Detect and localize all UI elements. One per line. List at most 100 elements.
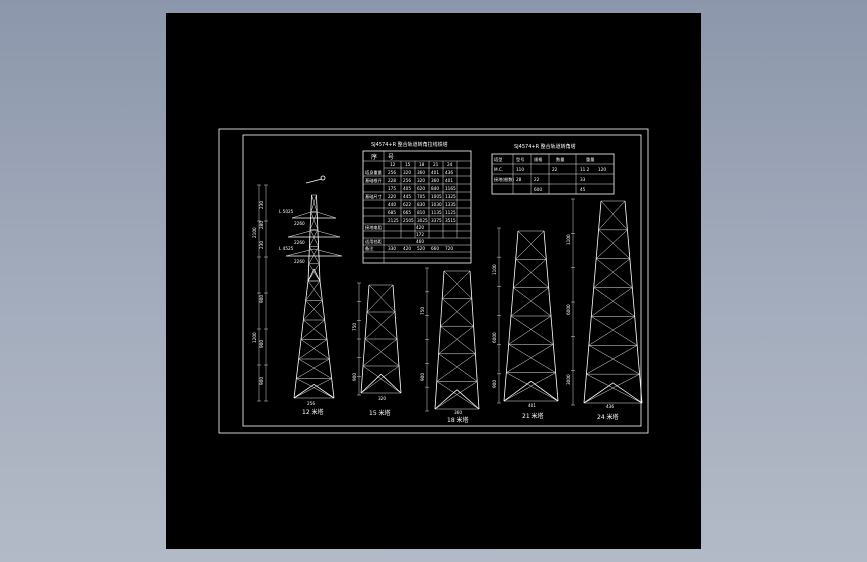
right-row-cell: 600 bbox=[534, 187, 542, 192]
left-row-cell: 440 bbox=[388, 202, 396, 207]
tower-brace bbox=[296, 378, 335, 399]
tower-21m bbox=[503, 230, 559, 402]
right-row-cell: 45 bbox=[580, 187, 586, 192]
left-row-cell: 360 bbox=[417, 170, 425, 175]
left-row-cell: 1165 bbox=[445, 186, 456, 191]
svg-text:900: 900 bbox=[259, 295, 264, 303]
right-header-2: 规格 bbox=[534, 156, 543, 163]
drawing-sheet: SJ4574+R 整合轨道转角拉线铁塔 SJ4574+R 整合轨道转角塔 序 号… bbox=[166, 13, 701, 549]
left-row-cell: 3515 bbox=[445, 218, 456, 223]
left-row-cell: 445 bbox=[403, 194, 411, 199]
left-row-cell: 360 bbox=[431, 178, 439, 183]
tower-brace bbox=[300, 319, 325, 340]
left-row-cell: 2125 bbox=[388, 218, 399, 223]
left-row-cell: 1135 bbox=[431, 210, 442, 215]
right-header-3: 数量 bbox=[556, 156, 564, 163]
tower-brace bbox=[309, 229, 319, 247]
left-col-2: 18 bbox=[419, 162, 425, 167]
tower-brace bbox=[440, 298, 472, 327]
tower-24m bbox=[583, 200, 643, 404]
tower-brace bbox=[310, 212, 319, 230]
left-row-label: 适用档距 bbox=[365, 238, 382, 245]
tower-base-1: 320 bbox=[378, 396, 386, 401]
tower-brace bbox=[598, 229, 631, 259]
right-row-cell: 22 bbox=[552, 167, 558, 172]
crossarm-tie bbox=[313, 248, 343, 257]
tower-brace bbox=[591, 287, 633, 317]
tower-brace bbox=[588, 316, 635, 346]
left-table-header-0: 序 bbox=[371, 153, 377, 161]
tower-base-3: 401 bbox=[528, 403, 536, 408]
tower-brace bbox=[508, 344, 556, 373]
tower-name-1: 15 米塔 bbox=[369, 409, 391, 417]
tower-base-brace bbox=[293, 384, 315, 399]
tower-brace bbox=[303, 300, 323, 321]
right-header-0: 塔型 bbox=[494, 156, 502, 163]
left-row-cell: 420 bbox=[403, 246, 411, 251]
tower-brace bbox=[307, 280, 323, 301]
svg-text:900: 900 bbox=[492, 380, 497, 388]
tower-12m-mast bbox=[307, 194, 321, 282]
right-row-cell: 33 bbox=[580, 177, 586, 182]
tower-brace bbox=[517, 230, 547, 260]
main-tower-arm-2: 2260 bbox=[294, 259, 305, 264]
svg-text:280: 280 bbox=[259, 221, 264, 229]
left-col-4: 24 bbox=[447, 162, 453, 167]
tower-brace bbox=[586, 345, 638, 375]
svg-text:6000: 6000 bbox=[492, 332, 497, 343]
left-row-cell: 436 bbox=[445, 170, 453, 175]
right-row-label: 接地(根数) bbox=[494, 176, 514, 183]
tower-brace bbox=[595, 229, 628, 259]
tower-leg-right bbox=[316, 194, 321, 282]
tower-brace bbox=[598, 200, 626, 231]
crossarm-tie bbox=[287, 229, 315, 238]
tower-leg-left bbox=[583, 200, 602, 404]
tower-brace bbox=[438, 326, 474, 354]
left-row-cell: 620 bbox=[417, 186, 425, 191]
tower-brace bbox=[588, 345, 640, 375]
left-row-cell: 172 bbox=[416, 232, 424, 237]
main-tower-arm-0: 2260 bbox=[294, 221, 305, 226]
tower-base-4: 436 bbox=[606, 404, 614, 409]
left-row-cell: 810 bbox=[417, 210, 425, 215]
tower-brace bbox=[442, 270, 471, 299]
svg-text:900: 900 bbox=[259, 377, 264, 385]
left-row-cell: 228 bbox=[388, 178, 396, 183]
left-row-cell: 256 bbox=[403, 178, 411, 183]
tower-brace bbox=[300, 339, 330, 360]
svg-text:1100: 1100 bbox=[566, 234, 571, 245]
tower-brace bbox=[436, 353, 476, 382]
left-row-cell: 401 bbox=[445, 178, 453, 183]
tower-brace bbox=[510, 287, 549, 317]
left-col-3: 21 bbox=[433, 162, 439, 167]
tower-base-brace bbox=[612, 382, 643, 404]
tower-base-brace bbox=[530, 380, 559, 402]
tower-brace bbox=[364, 311, 396, 340]
tower-brace bbox=[515, 230, 545, 260]
left-row-cell: 685 bbox=[388, 210, 396, 215]
tower-brace bbox=[303, 319, 328, 340]
tower-brace bbox=[293, 378, 332, 399]
tower-brace bbox=[506, 344, 554, 373]
tower-brace bbox=[591, 316, 638, 346]
tower-brace bbox=[298, 339, 328, 360]
right-row-cell: 22 bbox=[534, 177, 540, 182]
left-row-cell: 320 bbox=[417, 178, 425, 183]
tower-brace bbox=[364, 338, 400, 367]
svg-text:750: 750 bbox=[420, 307, 425, 315]
left-row-cell: 622 bbox=[403, 202, 411, 207]
left-row-cell: 460 bbox=[416, 239, 424, 244]
tower-brace bbox=[513, 287, 552, 317]
left-row-cell: 3375 bbox=[431, 218, 442, 223]
main-tower-tag-0: L 5025 bbox=[279, 209, 294, 214]
tower-brace bbox=[442, 298, 474, 327]
tower-brace bbox=[593, 287, 635, 317]
tower-base-brace bbox=[380, 373, 402, 394]
tower-brace bbox=[309, 229, 319, 247]
main-tower-arm-1: 2260 bbox=[294, 240, 305, 245]
inner-frame bbox=[242, 134, 642, 427]
svg-text:3000: 3000 bbox=[566, 374, 571, 385]
tower-brace bbox=[366, 311, 398, 340]
tower-brace bbox=[434, 381, 478, 410]
